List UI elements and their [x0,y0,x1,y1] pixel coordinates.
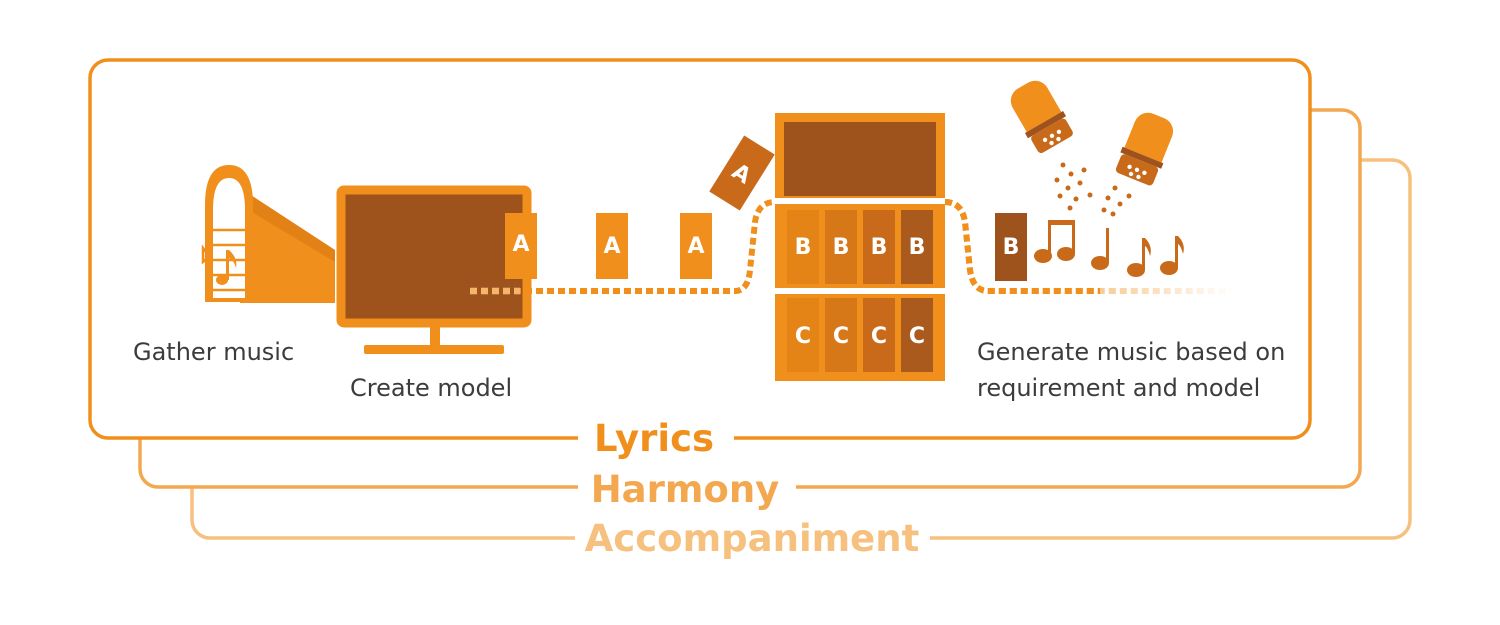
input-card: A [596,213,628,279]
gather-music-caption: Gather music [133,338,294,366]
input-staff-lines [100,228,215,292]
music-note-icon [201,244,237,285]
svg-text:C: C [833,324,849,349]
salt-shaker-icon [1115,112,1174,186]
svg-text:C: C [909,324,925,349]
music-notes-icon [1034,220,1184,277]
svg-text:C: C [871,324,887,349]
svg-text:B: B [1003,235,1020,260]
model-slot-b: B [787,210,819,284]
svg-text:B: B [795,235,812,260]
svg-text:C: C [795,324,811,349]
svg-text:B: B [871,235,888,260]
output-staff-lines [1020,216,1238,280]
input-card: A [680,213,712,279]
model-slot-b: B [863,210,895,284]
svg-text:A: A [512,232,529,257]
output-card: B [995,213,1027,281]
harmony-label: Harmony [591,468,780,511]
svg-text:B: B [833,235,850,260]
model-slot-c: C [825,298,857,372]
cabinet-icon: B B B B C C C C [775,113,945,381]
generate-music-caption-line2: requirement and model [977,374,1260,402]
salt-shaker-icon [1010,80,1073,154]
flow-track-left [470,199,776,294]
salt-sprinkles [1054,162,1132,217]
generate-music-caption-line1: Generate music based on [977,338,1285,366]
svg-text:A: A [603,234,620,259]
horn-icon [201,165,335,303]
model-slot-b: B [901,210,933,284]
svg-text:A: A [687,234,704,259]
model-slot-b: B [825,210,857,284]
create-model-caption: Create model [350,374,512,402]
model-slot-c: C [787,298,819,372]
input-card: A [505,213,537,279]
svg-text:B: B [909,235,926,260]
lyrics-label: Lyrics [594,417,714,460]
accompaniment-label: Accompaniment [585,517,920,560]
monitor-icon [336,185,532,354]
model-slot-c: C [901,298,933,372]
model-slot-c: C [863,298,895,372]
input-card-dropping: A [709,135,775,211]
